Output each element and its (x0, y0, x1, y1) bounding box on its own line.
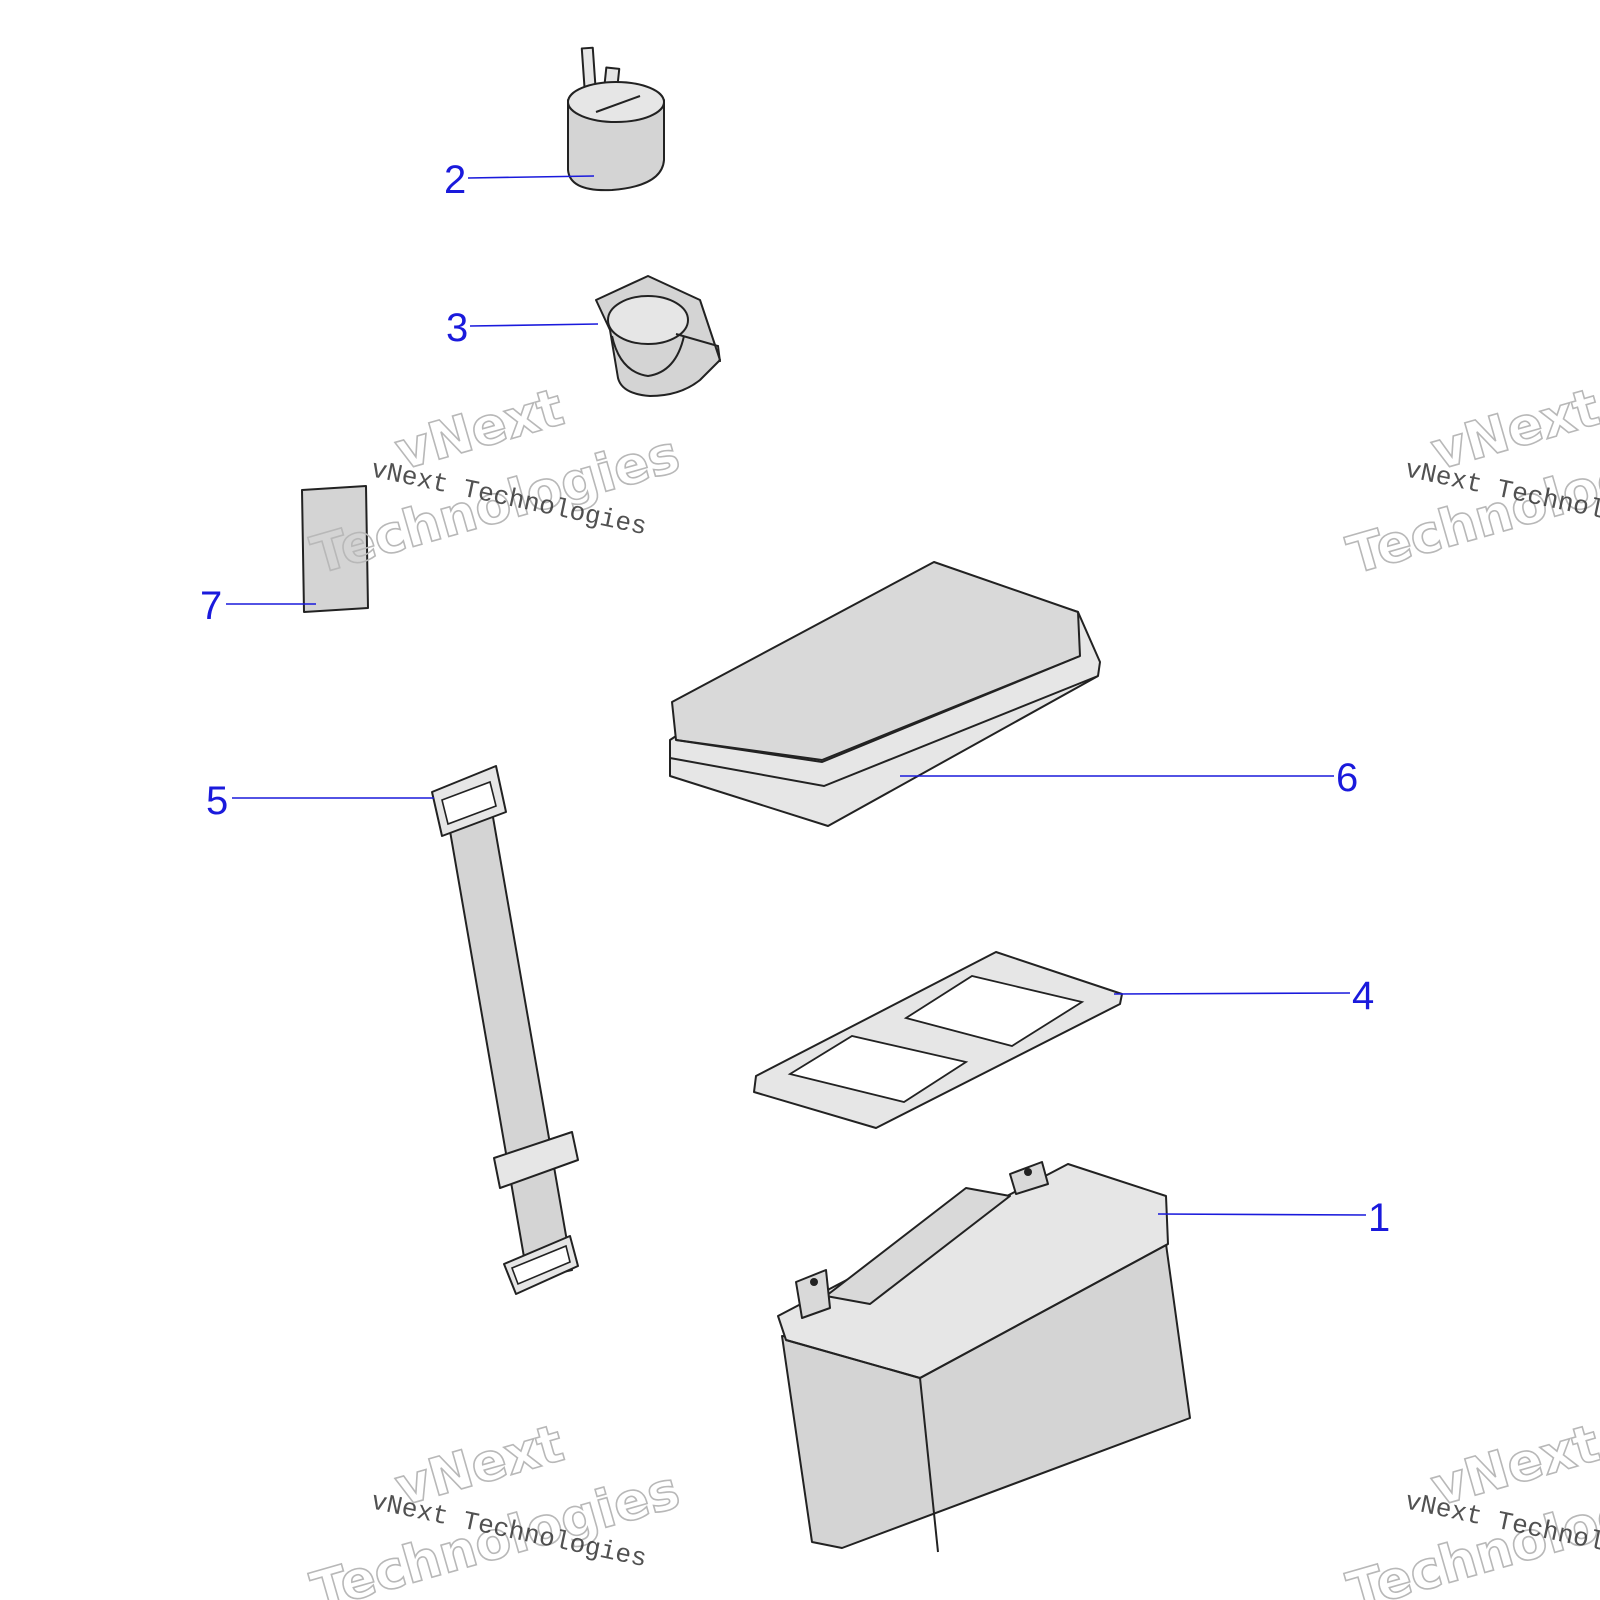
part-1-battery[interactable] (777, 1161, 1191, 1553)
watermark-bottom-right: vNext Technologies vNext Technologies (1340, 1413, 1600, 1600)
part-4-battery-pad[interactable] (753, 951, 1123, 1129)
callout-7[interactable]: 7 (200, 584, 222, 628)
callout-4[interactable]: 4 (1352, 974, 1374, 1018)
watermark-bottom-left: vNext Technologies vNext Technologies (304, 1413, 687, 1600)
part-6-battery-cover[interactable] (669, 561, 1101, 827)
part-7-label-decal[interactable] (301, 485, 369, 613)
leader-line-2 (467, 175, 595, 179)
leader-line-1 (1157, 1213, 1367, 1216)
watermark-top-right: vNext Technologies vNext Technologies (1340, 377, 1600, 587)
part-2-connector[interactable] (567, 46, 665, 192)
callout-1[interactable]: 1 (1368, 1196, 1390, 1240)
callout-2[interactable]: 2 (444, 158, 466, 202)
part-3-terminal-boot[interactable] (595, 275, 721, 397)
leader-line-3 (469, 323, 599, 327)
watermark-top-left: vNext Technologies vNext Technologies (304, 377, 687, 587)
callout-5[interactable]: 5 (206, 779, 228, 823)
leader-line-4 (1113, 992, 1351, 995)
part-5-battery-strap[interactable] (431, 765, 579, 1295)
callout-3[interactable]: 3 (446, 306, 468, 350)
callout-6[interactable]: 6 (1336, 756, 1358, 800)
